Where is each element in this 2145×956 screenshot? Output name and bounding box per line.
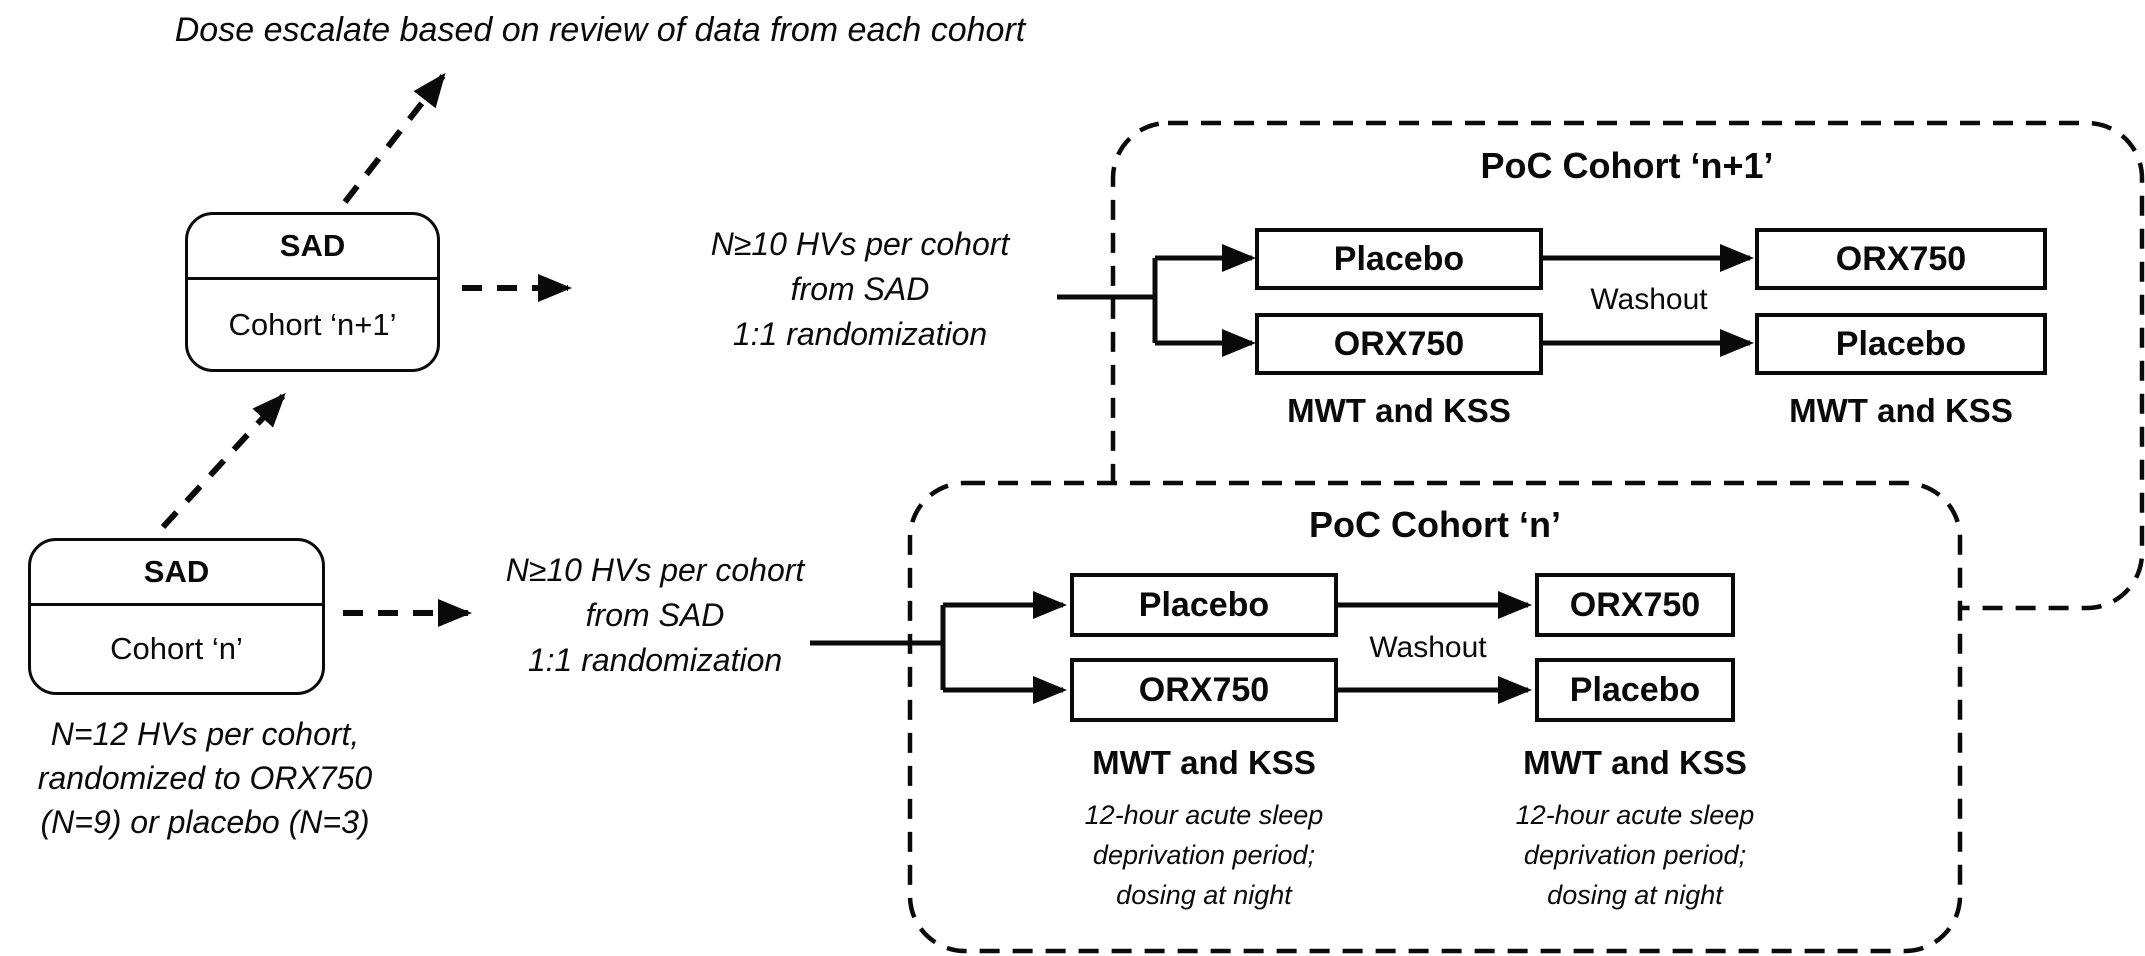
arrow-sad-n-to-sad-n1 [160, 393, 286, 530]
sad-cohort-n1-box: SAD Cohort ‘n+1’ [185, 212, 440, 372]
randomization-note-n1: N≥10 HVs per cohort from SAD 1:1 randomi… [710, 226, 1010, 352]
poc-n1-period2-orx750-box: ORX750 [1755, 228, 2047, 290]
sad-cohort-n-note: N=12 HVs per cohort, randomized to ORX75… [37, 716, 373, 840]
poc-n-period2-note: 12-hour acute sleep deprivation period; … [1515, 800, 1755, 910]
poc-cohort-n1-title: PoC Cohort ‘n+1’ [1480, 145, 1774, 186]
poc-n-period1-assessment: MWT and KSS [1092, 744, 1316, 781]
poc-n1-period2-placebo-box: Placebo [1755, 313, 2047, 375]
sad-cohort-n-subtitle: Cohort ‘n’ [110, 631, 243, 666]
poc-n1-period2-assessment: MWT and KSS [1789, 392, 2013, 429]
poc-n1-period1-placebo-box: Placebo [1255, 228, 1543, 290]
poc-n-period1-note: 12-hour acute sleep deprivation period; … [1084, 800, 1324, 910]
poc-n-period2-assessment: MWT and KSS [1523, 744, 1747, 781]
sad-cohort-n-box: SAD Cohort ‘n’ [28, 538, 325, 695]
poc-n-washout-label: Washout [1369, 631, 1487, 664]
poc-n-period1-placebo-box: Placebo [1070, 573, 1338, 637]
dose-escalation-note: Dose escalate based on review of data fr… [174, 11, 1026, 49]
sad-cohort-n-title: SAD [31, 541, 322, 606]
randomization-note-n: N≥10 HVs per cohort from SAD 1:1 randomi… [505, 552, 805, 678]
poc-n1-period1-assessment: MWT and KSS [1287, 392, 1511, 429]
poc-n-period2-orx750-box: ORX750 [1535, 573, 1735, 637]
sad-cohort-n1-subtitle: Cohort ‘n+1’ [228, 306, 397, 342]
poc-n-period1-orx750-box: ORX750 [1070, 658, 1338, 722]
arrow-sad-n1-to-dose-note [342, 72, 446, 204]
poc-n1-period1-orx750-box: ORX750 [1255, 313, 1543, 375]
sad-cohort-n1-title: SAD [188, 215, 437, 280]
poc-n1-washout-label: Washout [1590, 283, 1708, 316]
poc-cohort-n-title: PoC Cohort ‘n’ [1309, 504, 1561, 545]
poc-n-period2-placebo-box: Placebo [1535, 658, 1735, 722]
